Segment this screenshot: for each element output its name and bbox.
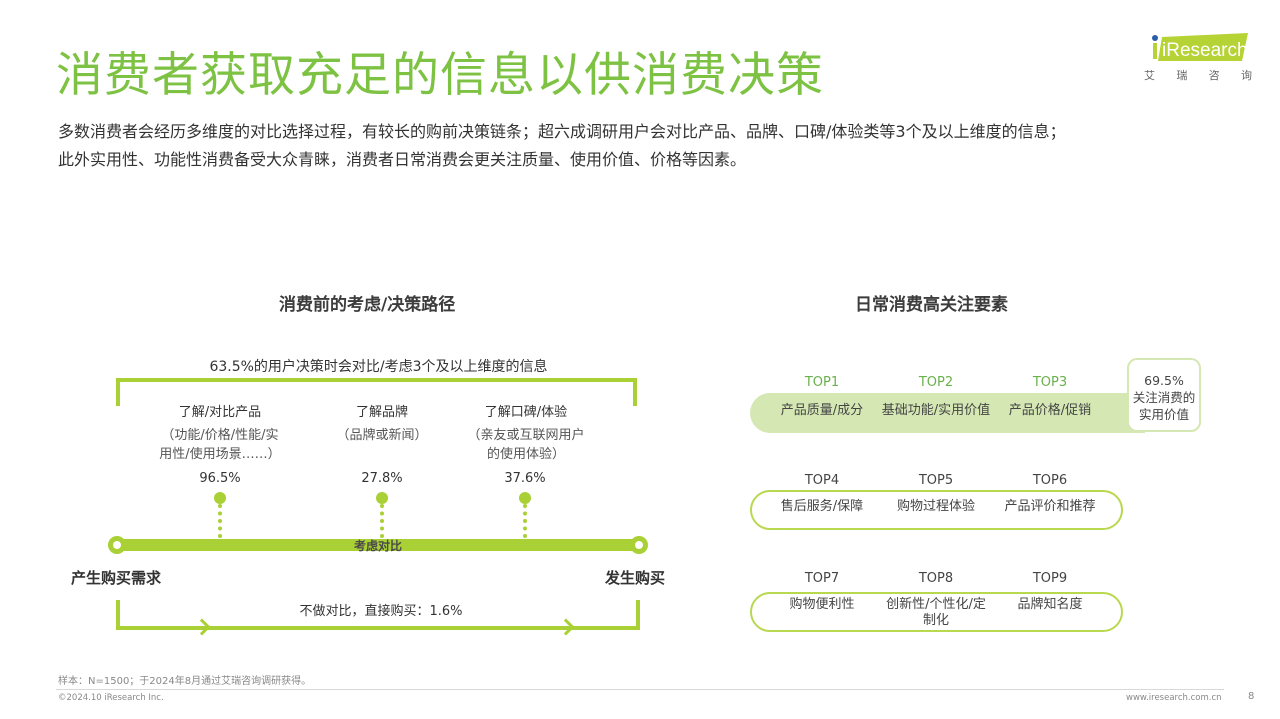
sample-footnote: 样本：N=1500；于2024年8月通过艾瑞咨询调研获得。: [58, 676, 312, 687]
top-bracket: [116, 378, 637, 406]
decision-timeline: 考虑对比: [108, 536, 648, 554]
rank-label: TOP6: [1032, 473, 1068, 488]
callout-line: 关注消费的: [1132, 390, 1196, 405]
summary-text: 多数消费者会经历多维度的对比选择过程，有较长的购前决策链条；超六成调研用户会对比…: [58, 118, 1066, 174]
page-title: 消费者获取充足的信息以供消费决策: [56, 48, 824, 103]
step-detail: 用性/使用场景……）: [159, 447, 281, 462]
timeline-end-node: [630, 536, 648, 554]
timeline-bar: [116, 539, 640, 551]
bottom-bracket: [116, 600, 640, 630]
marker-dot: [519, 492, 531, 504]
dotted-connector: [218, 504, 222, 538]
rank-label: TOP9: [1032, 571, 1068, 586]
factor-item: 创新性/个性化/定制化: [886, 597, 986, 628]
website-link[interactable]: www.iresearch.com.cn: [1126, 693, 1222, 703]
step-detail: （亲友或互联网用户: [467, 428, 585, 443]
rank-label: TOP2: [918, 375, 954, 390]
factor-item: 产品价格/促销: [1008, 403, 1092, 418]
step-label: 了解口碑/体验: [484, 405, 568, 420]
factor-item: 产品质量/成分: [780, 403, 864, 418]
iresearch-logo-icon: iResearch: [1152, 33, 1248, 61]
practical-value-callout: 69.5% 关注消费的 实用价值: [1127, 358, 1201, 432]
right-panel-title: 日常消费高关注要素: [855, 295, 1008, 315]
start-label: 产生购买需求: [71, 569, 162, 587]
factor-item: 购物便利性: [789, 597, 855, 612]
direct-purchase-caption: 不做对比，直接购买：1.6%: [299, 604, 463, 619]
rank-label: TOP8: [918, 571, 954, 586]
iresearch-logo: iResearch 艾 瑞 咨 询: [1140, 33, 1252, 85]
callout-percentage: 69.5%: [1144, 373, 1184, 388]
timeline-start-node: [108, 536, 126, 554]
footer-divider: [56, 689, 1224, 690]
dotted-connector: [380, 504, 384, 538]
factor-item: 购物过程体验: [896, 499, 975, 514]
factor-item: 产品评价和推荐: [1004, 499, 1096, 514]
copyright: ©2024.10 iResearch Inc.: [58, 693, 164, 703]
left-panel-title: 消费前的考虑/决策路径: [279, 295, 456, 315]
summary-line-1: 多数消费者会经历多维度的对比选择过程，有较长的购前决策链条；超六成调研用户会对比…: [58, 122, 1066, 141]
step-percentage: 27.8%: [361, 471, 403, 486]
top4-6-outline-pill: [750, 490, 1123, 530]
factor-item: 基础功能/实用价值: [881, 403, 991, 418]
top7-9-outline-pill: [750, 592, 1123, 632]
step-label: 了解品牌: [355, 405, 408, 420]
step-detail: （功能/价格/性能/实: [161, 428, 279, 443]
timeline-label: 考虑对比: [353, 539, 402, 553]
step-percentage: 37.6%: [504, 471, 546, 486]
marker-dot: [214, 492, 226, 504]
step-percentage: 96.5%: [199, 471, 241, 486]
rank-label: TOP3: [1032, 375, 1068, 390]
step-brand: 了解品牌 （品牌或新闻）: [312, 403, 452, 445]
factor-item: 品牌知名度: [1017, 597, 1083, 612]
logo-subtitle: 艾 瑞 咨 询: [1144, 69, 1252, 82]
marker-dot: [376, 492, 388, 504]
step-detail: 的使用体验）: [486, 447, 565, 462]
page-number: 8: [1248, 691, 1255, 702]
step-reputation: 了解口碑/体验 （亲友或互联网用户 的使用体验）: [456, 403, 596, 464]
end-label: 发生购买: [605, 569, 666, 587]
svg-text:iResearch: iResearch: [1162, 40, 1248, 61]
step-compare-product: 了解/对比产品 （功能/价格/性能/实 用性/使用场景……）: [150, 403, 290, 464]
rank-label: TOP4: [804, 473, 840, 488]
dotted-connector: [523, 504, 527, 538]
factor-item: 售后服务/保障: [780, 499, 864, 514]
rank-label: TOP7: [804, 571, 840, 586]
summary-line-2: 此外实用性、功能性消费备受大众青睐，消费者日常消费会更关注质量、使用价值、价格等…: [58, 150, 747, 169]
bracket-caption: 63.5%的用户决策时会对比/考虑3个及以上维度的信息: [209, 359, 548, 375]
rank-label: TOP1: [804, 375, 840, 390]
rank-label: TOP5: [918, 473, 954, 488]
step-detail: （品牌或新闻）: [336, 428, 428, 443]
top3-filled-pill: [750, 393, 1145, 433]
callout-line: 实用价值: [1138, 407, 1189, 422]
step-label: 了解/对比产品: [178, 405, 262, 420]
